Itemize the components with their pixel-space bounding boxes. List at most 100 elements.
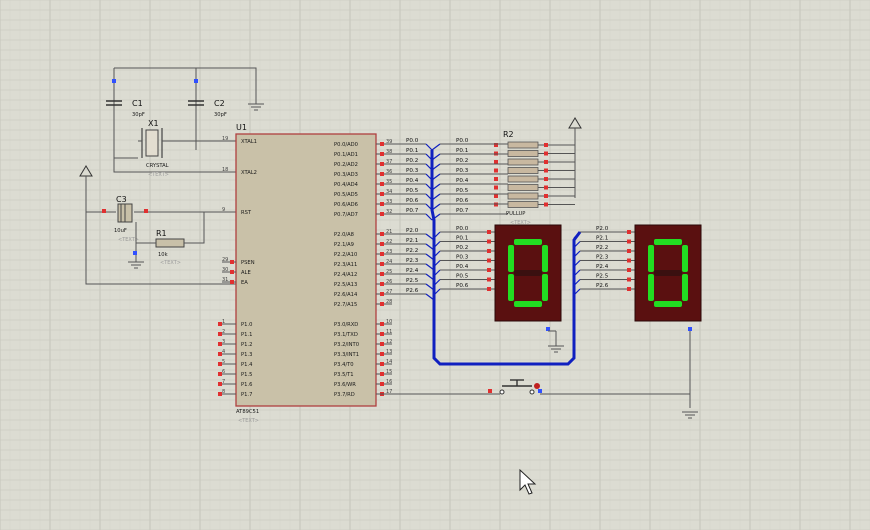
mcu-pin-name: XTAL2 [241, 170, 257, 176]
x1-ref: X1 [148, 119, 159, 128]
mcu-pin-number: 8 [222, 389, 225, 395]
display2-net-labels: P2.0P2.1P2.2P2.3P2.4P2.5P2.6 [573, 226, 635, 296]
net-label: P0.2 [406, 158, 418, 164]
mcu-pin-number: 14 [386, 359, 392, 365]
mcu-pin-p3-4: P3.4/T0 14 [334, 359, 392, 368]
net-label: P2.6 [596, 283, 609, 289]
capacitor-c2[interactable]: C2 30pF [188, 99, 227, 118]
mcu-pin-number: 3 [222, 339, 225, 345]
net-label: P0.5 [456, 274, 469, 280]
ground-symbol-display1 [548, 345, 564, 353]
mcu-pin-p1-6: P1.67 [218, 379, 252, 388]
mcu-pin-number: 6 [222, 369, 225, 375]
segment-f [508, 245, 514, 272]
r2-ref: R2 [503, 130, 514, 139]
resistor-pack-r2[interactable]: R2 PULLUP <TEXT> [494, 117, 582, 226]
mcu-pin-p1-0: P1.01 [218, 319, 252, 328]
mcu-pin-name: P0.6/AD6 [334, 202, 358, 208]
mcu-pin-number: 16 [386, 379, 392, 385]
mcu-ghost: <TEXT> [238, 418, 259, 424]
c3-ghost: <TEXT> [118, 237, 139, 243]
net-label: P0.5 [406, 188, 419, 194]
mcu-pin-name: P0.5/AD5 [334, 192, 358, 198]
net-label: P0.1 [406, 148, 419, 154]
segment-c [542, 274, 548, 301]
mcu-pin-number: 13 [386, 349, 392, 355]
mcu-pin-p1-5: P1.5 6 [218, 369, 252, 378]
mcu-ref: U1 [236, 123, 247, 132]
net-label: P2.5 [406, 278, 419, 284]
mcu-u1[interactable]: U1 AT89C51 <TEXT> XTAL119XTAL218RST9PSEN… [218, 123, 392, 424]
segment-c [682, 274, 688, 301]
mcu-pin-number: 37 [386, 159, 392, 165]
mcu-pin-p3-2: P3.2/INT0 12 [334, 339, 392, 348]
mcu-pin-p1-2: P1.2 3 [218, 339, 252, 348]
r2-value: PULLUP [506, 211, 525, 217]
r2-ghost: <TEXT> [510, 220, 531, 226]
mcu-pin-name: RST [241, 210, 252, 216]
net-label: P2.2 [596, 245, 608, 251]
mcu-pin-number: 29 [222, 257, 228, 263]
mcu-pin-name: P1.4 [241, 362, 253, 368]
c1-value: 30pF [132, 112, 145, 118]
mcu-pin-number: 15 [386, 369, 392, 375]
mcu-pin-name: P1.5 [241, 372, 252, 378]
mcu-pin-number: 22 [386, 239, 392, 245]
net-label: P2.1 [596, 236, 609, 242]
mcu-pin-number: 18 [222, 167, 228, 173]
net-label: P2.3 [596, 255, 609, 261]
mcu-pin-name: P1.1 [241, 332, 252, 338]
mcu-pin-name: P3.4/T0 [334, 362, 354, 368]
mcu-pin-name: P1.2 [241, 342, 252, 348]
net-label: P0.4 [456, 264, 469, 270]
net-label: P2.4 [406, 268, 419, 274]
net-label: P0.3 [456, 255, 469, 261]
segment-e [508, 274, 514, 301]
mcu-pin-name: P3.7/RD [334, 392, 355, 398]
ground-symbol-reset [128, 261, 144, 269]
net-label: P0.3 [406, 168, 419, 174]
mcu-pin-number: 4 [222, 349, 225, 355]
mcu-pin-number: 12 [386, 339, 392, 345]
net-label: P0.1 [456, 236, 469, 242]
mcu-pin-name: P2.3/A11 [334, 262, 357, 268]
c1-ref: C1 [132, 99, 143, 108]
net-label: P0.2 [456, 245, 468, 251]
mcu-pin-number: 31 [222, 277, 228, 283]
mcu-pin-number: 7 [222, 379, 225, 385]
capacitor-c1[interactable]: C1 30pF [106, 99, 145, 118]
seven-segment-display-2[interactable]: P2.0P2.1P2.2P2.3P2.4P2.5P2.6 0 [573, 224, 702, 419]
mcu-left-pins: XTAL119XTAL218RST9PSEN29ALE30EA31P1.01P1… [218, 136, 257, 398]
crystal-x1[interactable]: X1 CRYSTAL <TEXT> [138, 119, 169, 178]
net-label: P2.5 [596, 274, 609, 280]
mcu-pin-name: P1.3 [241, 352, 252, 358]
mcu-pin-number: 30 [222, 267, 228, 273]
mcu-part: AT89C51 [236, 409, 259, 415]
mcu-pin-number: 17 [386, 389, 392, 395]
net-label: P0.4 [406, 178, 419, 184]
mcu-pin-number: 39 [386, 139, 392, 145]
mcu-pin-number: 23 [386, 249, 392, 255]
segment-d [514, 301, 542, 307]
c3-ref: C3 [116, 195, 127, 204]
push-button[interactable] [376, 379, 691, 408]
c2-ref: C2 [214, 99, 225, 108]
seven-segment-display-1[interactable]: P0.0P0.1P0.2P0.3P0.4P0.5P0.6 0 [433, 224, 564, 353]
p2-net-labels: P2.0P2.1P2.2P2.3P2.4P2.5P2.6 [392, 228, 435, 301]
ground-symbol-display2 [682, 411, 698, 419]
capacitor-c3[interactable]: C3 10uF <TEXT> [114, 195, 139, 243]
mcu-pin-p1-1: P1.12 [218, 329, 252, 338]
mcu-pin-name: P3.2/INT0 [334, 342, 359, 348]
mcu-pin-number: 5 [222, 359, 225, 365]
resistor-r1[interactable]: R1 10k <TEXT> [136, 212, 205, 266]
